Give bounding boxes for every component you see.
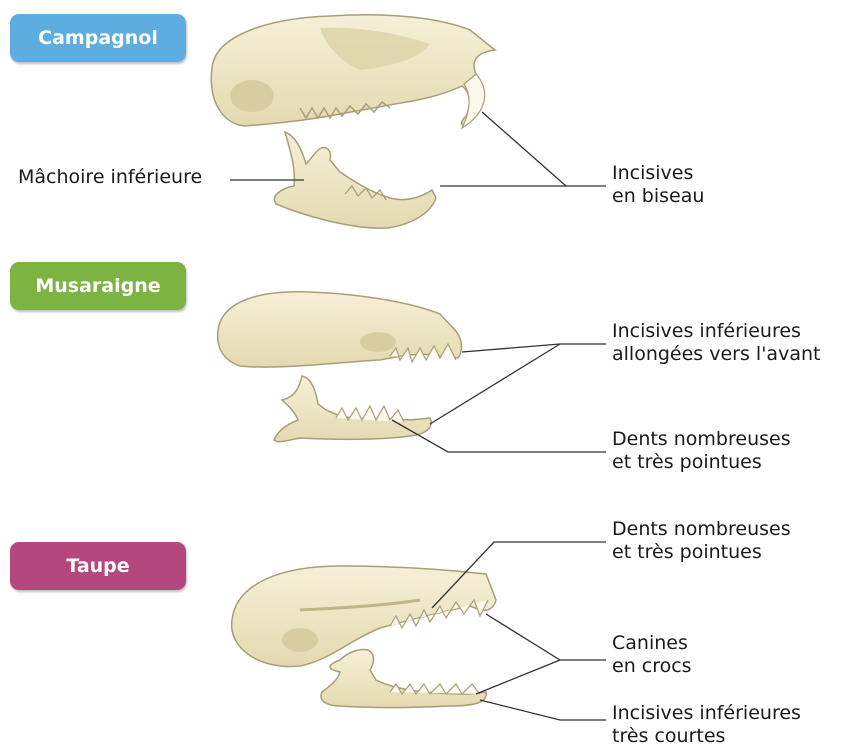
label-machoire: Mâchoire inférieure [18,166,202,189]
line-canines-bottom [476,660,560,694]
label-canines: Canines en crocs [612,632,692,678]
line-canines-top [486,614,606,660]
line-allongees-top [462,344,606,352]
label-incisives-allongees: Incisives inférieures allongées vers l'a… [612,320,820,366]
line-biseau-top [482,112,606,186]
label-dents-musaraigne: Dents nombreuses et très pointues [612,428,791,474]
label-incisives-courtes: Incisives inférieures très courtes [612,702,801,748]
musaraigne-skull [218,292,462,367]
line-incisives-courtes [480,700,606,720]
taupe-jaw [321,649,486,707]
campagnol-skull [211,15,495,128]
label-incisives-biseau: Incisives en biseau [612,162,704,208]
musaraigne-jaw [274,376,431,442]
label-dents-taupe: Dents nombreuses et très pointues [612,518,791,564]
